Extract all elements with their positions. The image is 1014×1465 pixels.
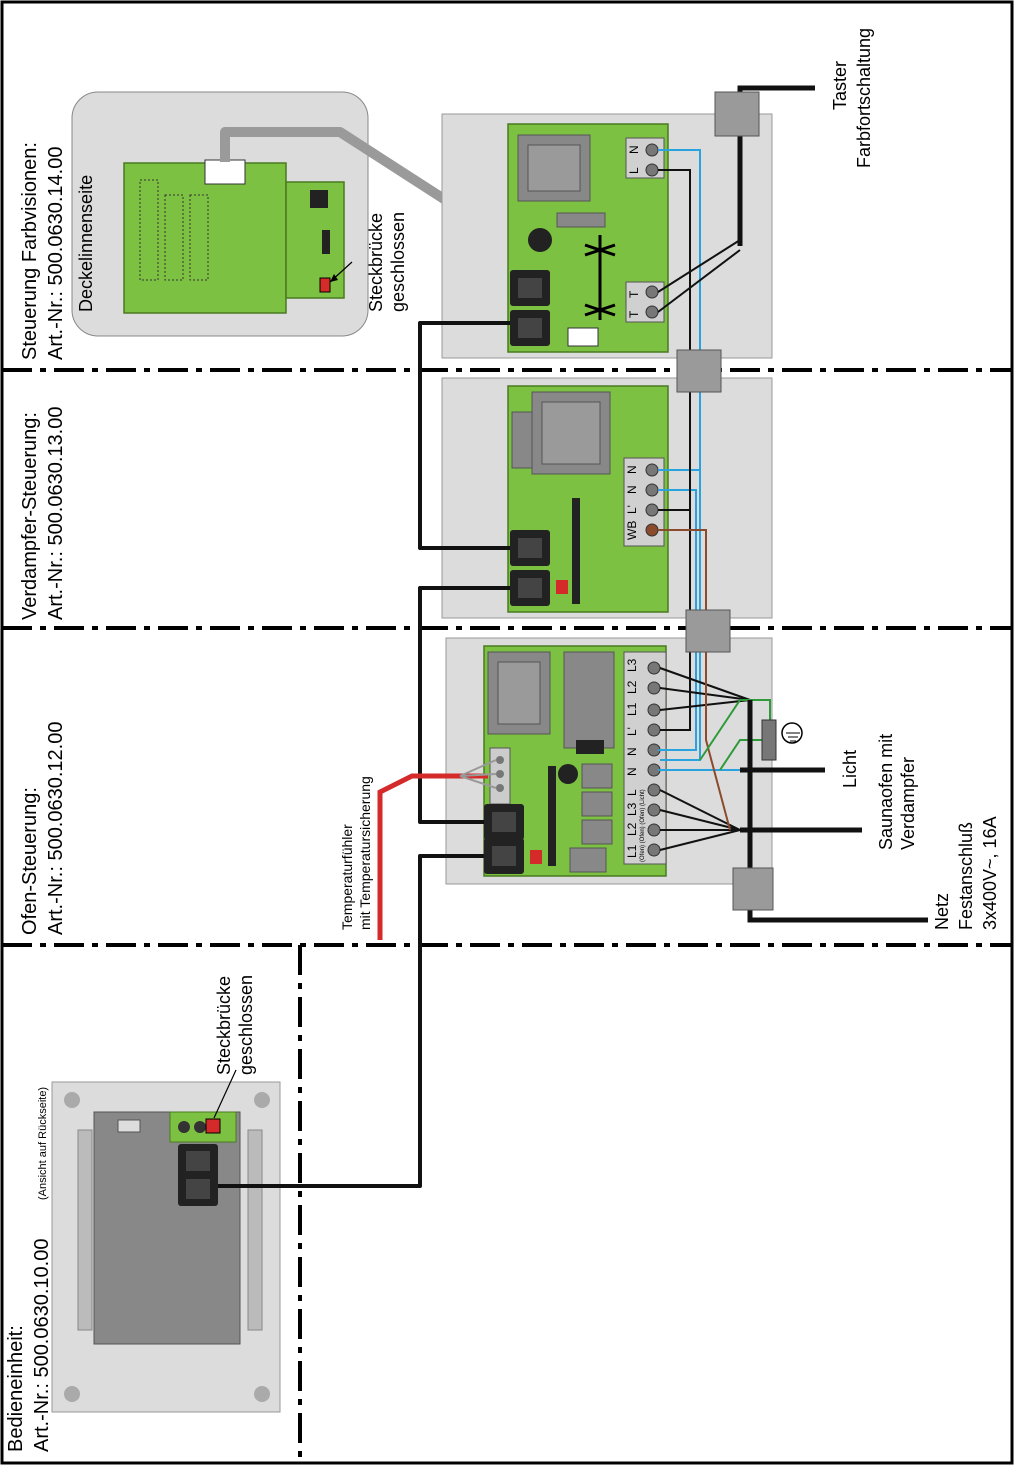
section-label-verdampfer: Verdampfer-Steuerung: Art.-Nr.: 500.0630…: [19, 407, 67, 620]
svg-text:N: N: [625, 465, 639, 474]
svg-text:L': L': [625, 505, 639, 514]
green-earth-wires: [699, 699, 771, 771]
svg-text:Art.-Nr.: 500.0630.10.00: Art.-Nr.: 500.0630.10.00: [31, 1239, 53, 1452]
farbvisionen-module: N L T T: [441, 113, 773, 359]
svg-text:Art.-Nr.: 500.0630.13.00: Art.-Nr.: 500.0630.13.00: [45, 407, 67, 620]
svg-text:3x400V~, 16A: 3x400V~, 16A: [980, 816, 1000, 930]
steckbruecke-label-1b: geschlossen: [388, 212, 408, 312]
deckel-jumper: [319, 277, 331, 293]
svg-text:(Ofen) (Ofen) (Ofen) (Licht): (Ofen) (Ofen) (Ofen) (Licht): [640, 789, 646, 862]
svg-text:Bedieneinheit:: Bedieneinheit:: [5, 1325, 27, 1452]
black-data-wires: [218, 321, 510, 1188]
steckbruecke-label-2: Steckbrücke: [214, 976, 234, 1075]
svg-text:L3: L3: [625, 802, 639, 816]
bedien-jumper: [205, 1118, 221, 1134]
svg-text:Farbfortschaltung: Farbfortschaltung: [854, 28, 874, 168]
svg-text:N: N: [625, 747, 639, 756]
section-label-bedien: Bedieneinheit: Art.-Nr.: 500.0630.10.00 …: [5, 1087, 53, 1452]
section-label-ofen: Ofen-Steuerung: Art.-Nr.: 500.0630.12.00: [19, 722, 67, 935]
external-cables: [737, 85, 928, 923]
svg-text:T: T: [627, 290, 641, 298]
temp-sensor-wire: [377, 773, 488, 940]
deckel-connector: [204, 159, 246, 185]
earth-terminal: [761, 719, 803, 761]
svg-text:N: N: [627, 145, 641, 154]
section-dividers: [2, 368, 1012, 1463]
svg-text:(Ansicht auf Rückseite): (Ansicht auf Rückseite): [37, 1087, 49, 1200]
svg-text:Taster: Taster: [830, 61, 850, 110]
svg-text:Saunaofen mit: Saunaofen mit: [876, 734, 896, 850]
farb-white-connector: [567, 327, 599, 347]
farb-terminal-bottom: [625, 281, 665, 323]
verdampfer-module: N N L' WB: [441, 377, 773, 619]
licht-label: Licht: [840, 750, 860, 788]
svg-text:Verdampfer-Steuerung:: Verdampfer-Steuerung:: [19, 412, 41, 620]
svg-text:L: L: [627, 167, 641, 174]
svg-text:L1: L1: [625, 702, 639, 716]
steckbruecke-label-2b: geschlossen: [236, 975, 256, 1075]
svg-text:Festanschluß: Festanschluß: [956, 822, 976, 930]
svg-text:L2: L2: [625, 680, 639, 694]
svg-text:Netz: Netz: [932, 893, 952, 930]
svg-text:Temperaturfühler: Temperaturfühler: [339, 824, 355, 930]
svg-text:L2: L2: [625, 822, 639, 836]
deckel-panel: Deckelinnenseite Steckbrücke geschlossen: [71, 91, 408, 337]
steckbruecke-label-1: Steckbrücke: [366, 213, 386, 312]
saunaofen-label: Saunaofen mit Verdampfer: [876, 734, 918, 850]
svg-text:N: N: [625, 767, 639, 776]
svg-text:Art.-Nr.: 500.0630.12.00: Art.-Nr.: 500.0630.12.00: [45, 722, 67, 935]
deckel-board: [123, 162, 287, 314]
svg-text:L1: L1: [625, 844, 639, 858]
svg-text:L3: L3: [625, 658, 639, 672]
section-label-farbvisionen: Steuerung Farbvisionen: Art.-Nr.: 500.06…: [19, 142, 67, 360]
svg-text:L': L': [625, 727, 639, 736]
svg-text:T: T: [627, 310, 641, 318]
svg-text:Art.-Nr.: 500.0630.14.00: Art.-Nr.: 500.0630.14.00: [45, 147, 67, 360]
bedien-module: Steckbrücke geschlossen: [51, 975, 281, 1413]
ofen-module: L3 L2 L1 L' N N L L3 L2 L1 (Ofen) (Ofen)…: [445, 637, 773, 885]
svg-text:Ofen-Steuerung:: Ofen-Steuerung:: [19, 787, 41, 935]
temp-sensor-leads: [459, 759, 497, 789]
black-power-wires: [657, 169, 751, 851]
svg-text:mit Temperatursicherung: mit Temperatursicherung: [357, 776, 373, 930]
bedien-board: [93, 1111, 241, 1345]
svg-text:Steuerung Farbvisionen:: Steuerung Farbvisionen:: [19, 142, 41, 360]
svg-text:N: N: [625, 485, 639, 494]
netz-label: Netz Festanschluß 3x400V~, 16A: [932, 816, 1000, 930]
svg-text:Verdampfer: Verdampfer: [898, 757, 918, 850]
temp-sensor-label: Temperaturfühler mit Temperatursicherung: [339, 776, 373, 930]
svg-text:WB: WB: [625, 521, 639, 540]
taster-label: Taster Farbfortschaltung: [830, 28, 874, 168]
svg-text:Licht: Licht: [840, 750, 860, 788]
asterisk-icon: [584, 235, 616, 320]
svg-text:L: L: [625, 789, 639, 796]
cable-grommets: [676, 91, 774, 911]
deckel-label: Deckelinnenseite: [76, 175, 96, 312]
